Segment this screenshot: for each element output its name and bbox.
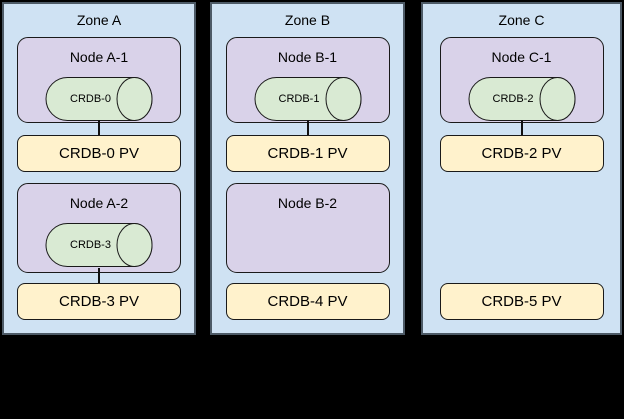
crdb-5-pv-label: CRDB-5 PV <box>481 293 562 310</box>
node-a2-box: Node A-2 CRDB-3 <box>17 183 181 273</box>
node-b1-label: Node B-1 <box>277 49 338 65</box>
database-cylinder-icon <box>45 223 153 267</box>
crdb-3-pod-label: CRDB-3 <box>70 239 111 251</box>
node-b2-box: Node B-2 <box>225 183 390 273</box>
node-c1-box: Node C-1 CRDB-2 <box>439 37 604 123</box>
pod-pv-connector-line <box>98 268 100 286</box>
database-cylinder-icon <box>254 77 361 121</box>
crdb-2-pv-box: CRDB-2 PV <box>439 135 604 172</box>
database-cylinder-icon <box>468 77 575 121</box>
crdb-1-pv-box: CRDB-1 PV <box>225 135 390 172</box>
database-cylinder-icon <box>45 77 153 121</box>
node-b1-box: Node B-1 CRDB-1 <box>225 37 390 123</box>
node-c1-label: Node C-1 <box>491 49 552 65</box>
zone-a: Zone A Node A-1 CRDB-0 CRDB-0 PV Node A-… <box>2 2 196 335</box>
pod-pv-connector-line <box>306 120 309 138</box>
crdb-2-pod-label: CRDB-2 <box>492 93 534 105</box>
crdb-3-pv-box: CRDB-3 PV <box>17 283 181 320</box>
crdb-0-pv-box: CRDB-0 PV <box>17 135 181 172</box>
crdb-4-pv-box: CRDB-4 PV <box>225 283 390 320</box>
crdb-3-pod: CRDB-3 <box>45 223 153 267</box>
crdb-1-pv-label: CRDB-1 PV <box>267 145 348 162</box>
node-a1-label: Node A-1 <box>69 49 129 65</box>
crdb-1-pod: CRDB-1 <box>254 77 361 121</box>
crdb-5-pv-box: CRDB-5 PV <box>439 283 604 320</box>
crdb-1-pod-label: CRDB-1 <box>278 93 320 105</box>
crdb-0-pod-label: CRDB-0 <box>70 93 111 105</box>
zone-b-title: Zone B <box>284 12 331 28</box>
zone-c: Zone C Node C-1 CRDB-2 CRDB-2 PV CRDB-5 … <box>421 2 622 335</box>
crdb-0-pv-label: CRDB-0 PV <box>58 145 140 162</box>
zone-c-title: Zone C <box>498 12 545 28</box>
crdb-2-pv-label: CRDB-2 PV <box>481 145 562 162</box>
zone-a-title: Zone A <box>76 12 122 28</box>
pod-pv-connector-line <box>520 120 523 138</box>
crdb-0-pod: CRDB-0 <box>45 77 153 121</box>
node-a2-label: Node A-2 <box>69 195 129 211</box>
pod-pv-connector-line <box>98 120 100 138</box>
node-b2-label: Node B-2 <box>277 195 338 211</box>
crdb-3-pv-label: CRDB-3 PV <box>58 293 140 310</box>
crdb-4-pv-label: CRDB-4 PV <box>267 293 348 310</box>
zone-b: Zone B Node B-1 CRDB-1 CRDB-1 PV Node B-… <box>210 2 405 335</box>
crdb-2-pod: CRDB-2 <box>468 77 575 121</box>
node-a1-box: Node A-1 CRDB-0 <box>17 37 181 123</box>
